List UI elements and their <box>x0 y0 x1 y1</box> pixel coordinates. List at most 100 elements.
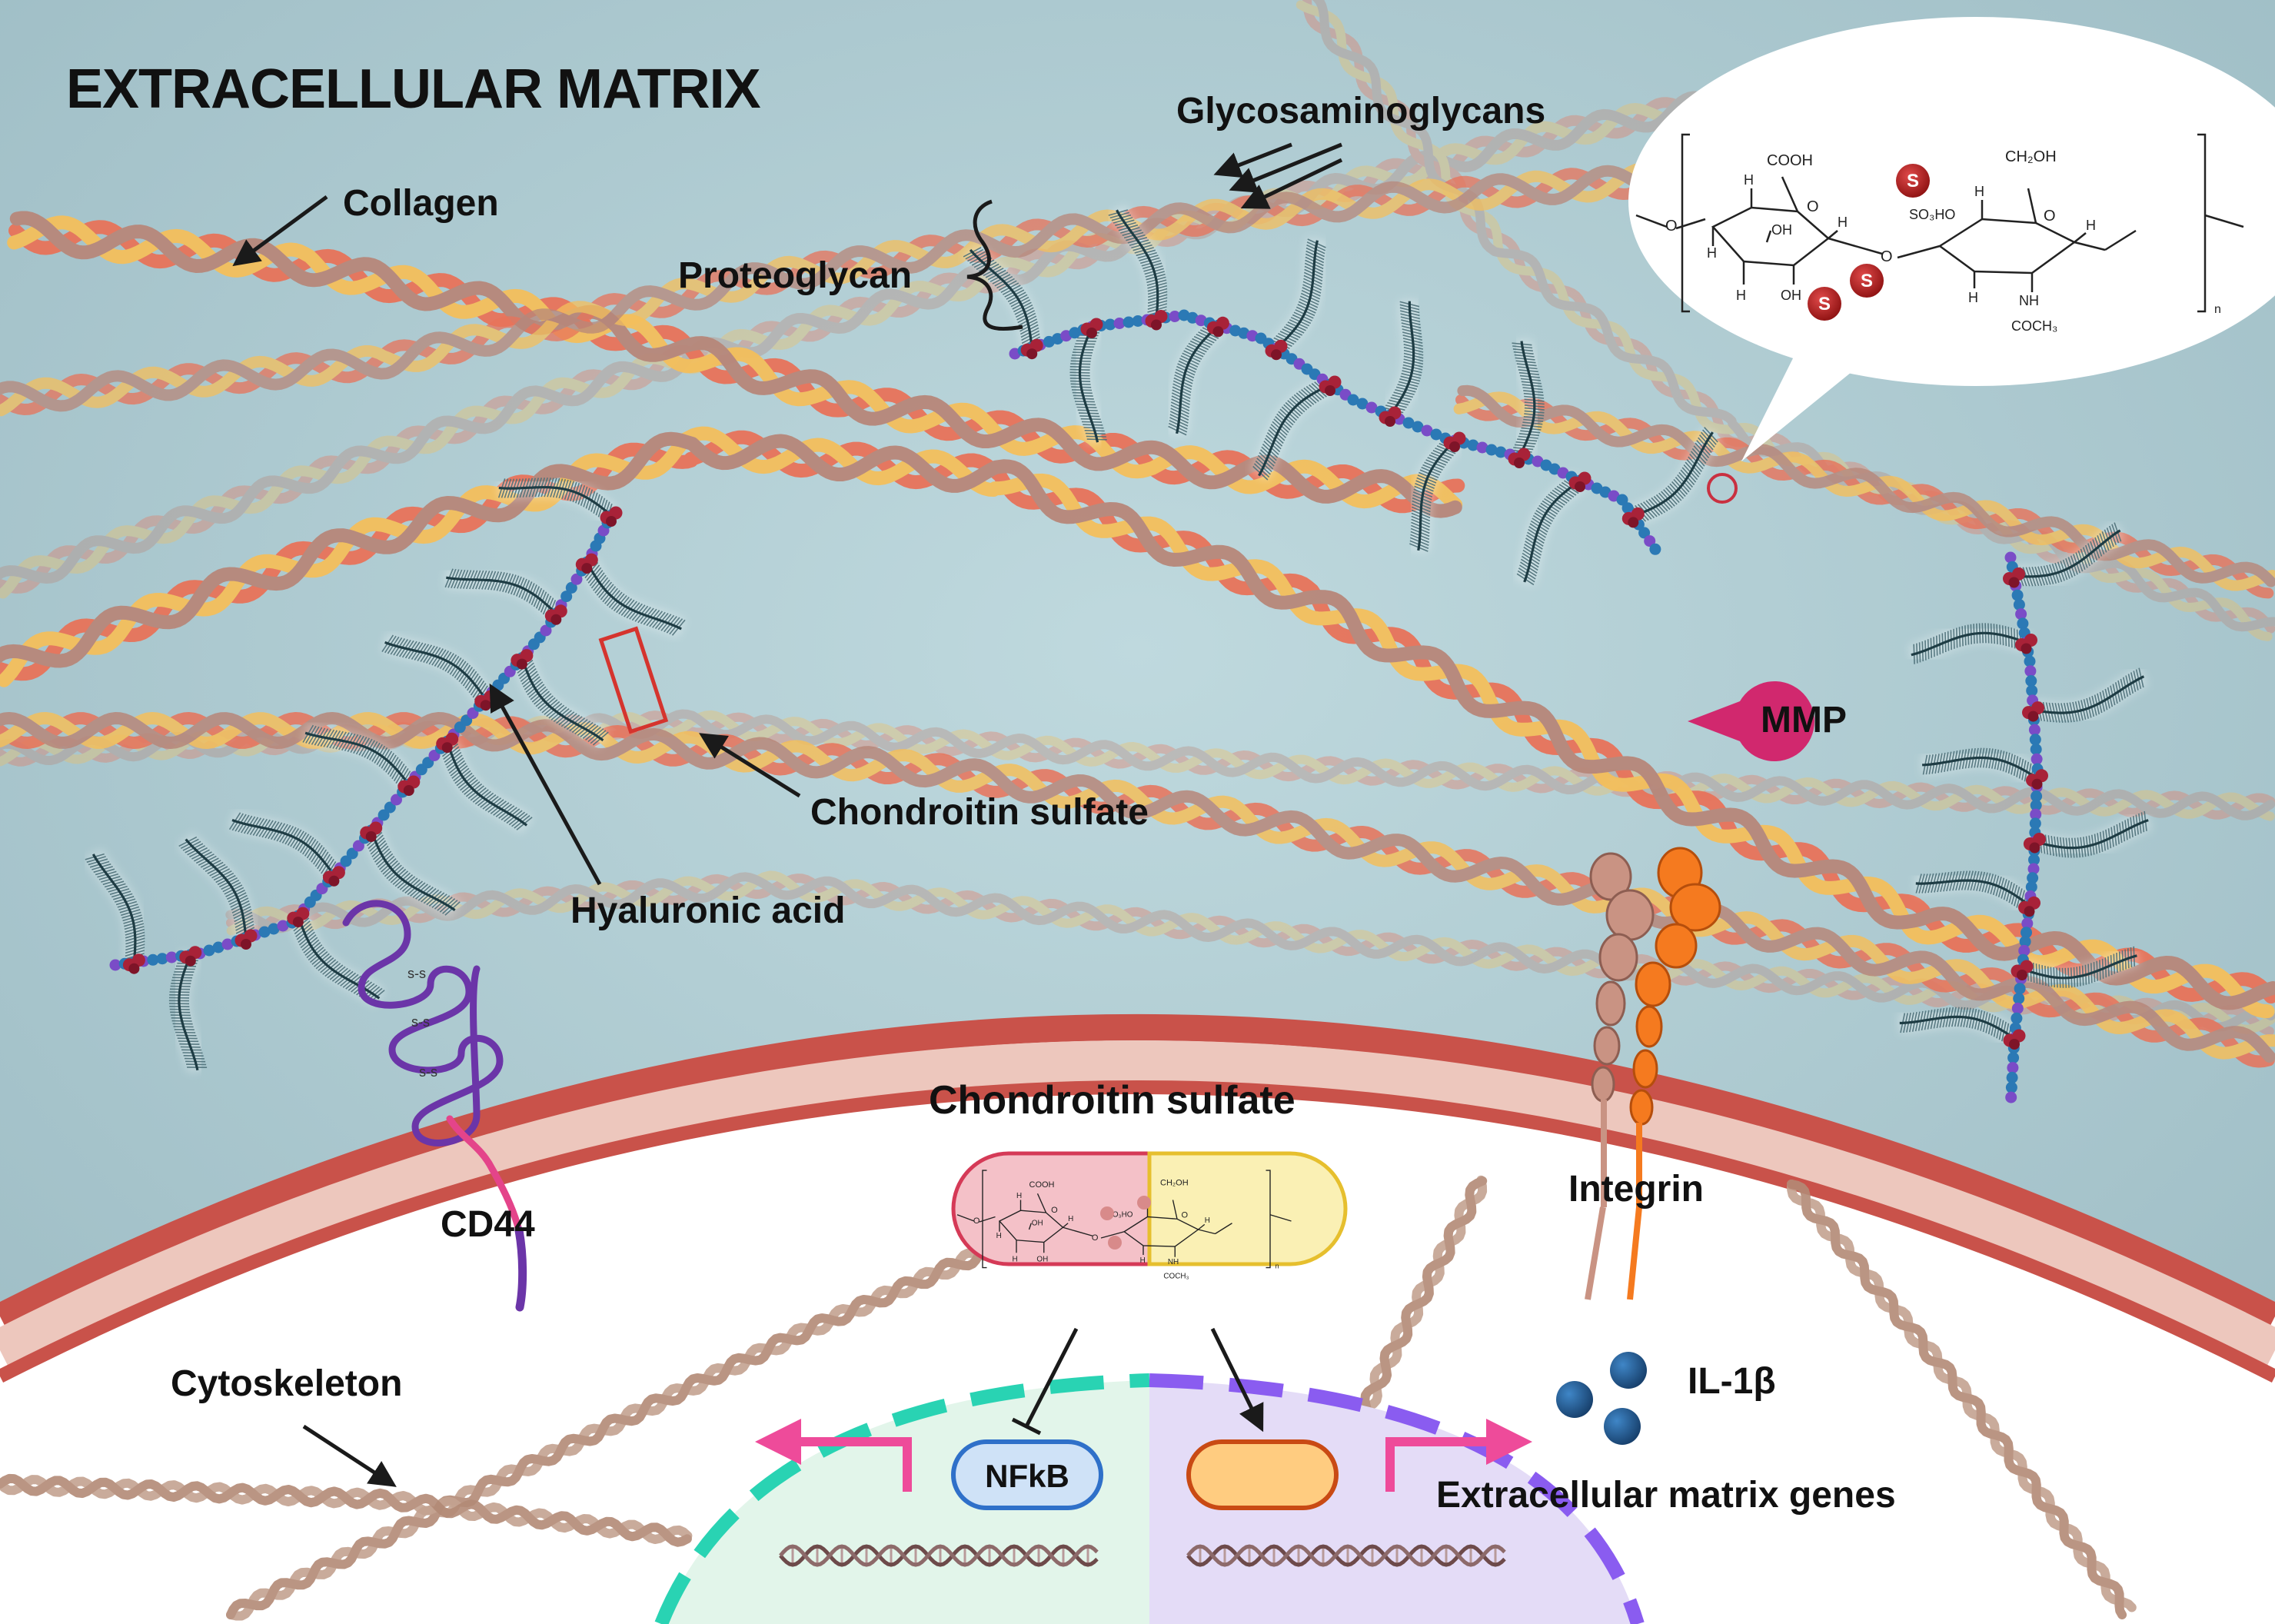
cytoskeleton-filaments <box>0 1175 2137 1621</box>
collagen-fiber <box>1453 384 2275 599</box>
chondroitin-sulfate-ecm-label: Chondroitin sulfate <box>810 792 1149 833</box>
gag-chain <box>168 950 208 1073</box>
proteoglycan-aggregate-right <box>1899 521 2152 1103</box>
dna-strands <box>779 1544 1506 1567</box>
h-label: H <box>996 1232 1002 1240</box>
hyaluronic-acid-label: Hyaluronic acid <box>570 890 845 931</box>
gag-chain <box>1908 623 2030 665</box>
gag-chain <box>1166 318 1226 436</box>
so3ho-label: SO₃HO <box>1107 1211 1133 1220</box>
ring-oxygen: O <box>1182 1211 1189 1220</box>
gag-chain <box>1628 426 1721 526</box>
collagen-fiber <box>0 426 2275 1019</box>
sulfate-dot <box>1137 1196 1151 1210</box>
link-proteins <box>1020 310 1645 528</box>
collagen-label: Collagen <box>343 183 499 224</box>
integrin-beta-tail <box>1627 1206 1642 1300</box>
il1b-label: IL-1β <box>1688 1361 1776 1402</box>
nh-label: NH <box>2019 293 2039 308</box>
filament-strand <box>1787 1180 2137 1619</box>
coch3-label: COCH₃ <box>1163 1272 1189 1280</box>
oxygen-left: O <box>1665 218 1678 235</box>
h-label: H <box>1205 1216 1210 1225</box>
membrane-outer-layer <box>0 1014 2275 1329</box>
hyaluronic-acid-pointer <box>489 683 602 886</box>
gag-chain <box>2031 667 2149 724</box>
h-label: H <box>1707 245 1717 261</box>
il1b-particle <box>1610 1352 1647 1389</box>
link-proteins <box>2003 567 2048 1050</box>
cooh-label: COOH <box>1767 152 1813 169</box>
membrane-lower-edge <box>0 1080 2275 1383</box>
gag-chain <box>578 557 686 638</box>
il1b-particle <box>1556 1381 1593 1418</box>
h-label: H <box>1736 288 1746 303</box>
capsule-left-half <box>951 1151 1152 1266</box>
h-label: H <box>1016 1192 1022 1200</box>
gag-chain <box>1069 323 1108 444</box>
glycosaminoglycans-label: Glycosaminoglycans <box>1176 91 1545 131</box>
gag-chain <box>2032 810 2152 858</box>
h-label: H <box>1068 1215 1073 1223</box>
transcription-arrow-right <box>1385 1419 1532 1492</box>
coch3-label: COCH₃ <box>2011 318 2057 334</box>
gag-chain <box>1269 238 1328 356</box>
glycosidic-oxygen: O <box>1881 248 1893 265</box>
cytoskeleton-filament <box>1787 1180 2137 1619</box>
gag-chain <box>512 654 610 749</box>
h-label: H <box>1974 184 1984 199</box>
glycosaminoglycan-chains <box>1899 521 2152 1047</box>
proteoglycan-aggregate-left <box>84 477 686 1073</box>
bubble-body <box>1628 17 2275 386</box>
cd44-label: CD44 <box>441 1204 535 1245</box>
nfkb-label: NFkB <box>985 1458 1069 1494</box>
gag-chain <box>381 633 494 706</box>
oh-label: OH <box>1771 222 1792 238</box>
oh-label: OH <box>1032 1220 1043 1228</box>
cytoskeleton-filament <box>0 1473 693 1547</box>
transcription-factor-box <box>1186 1439 1339 1510</box>
sulfate-group: S <box>1808 287 1841 321</box>
chondroitin-sulfate-pointer <box>699 733 801 798</box>
nh-label: NH <box>1168 1258 1179 1266</box>
collagen-fibers <box>0 159 2275 1068</box>
ch2oh-label: CH₂OH <box>2005 148 2057 165</box>
cd44-transmembrane <box>514 1226 527 1312</box>
ch2oh-label: CH₂OH <box>1160 1178 1189 1187</box>
oh-label: OH <box>1781 288 1801 303</box>
cytoskeleton-pointer <box>302 1424 397 1487</box>
activation-arrow <box>1210 1327 1264 1433</box>
chondroitin-sulfate-highlight-box <box>598 626 669 734</box>
repeat-n: n <box>1276 1263 1279 1270</box>
glycosidic-oxygen: O <box>1092 1233 1099 1243</box>
ring-oxygen: O <box>1051 1206 1058 1215</box>
h-label: H <box>1968 290 1978 305</box>
filament-strand <box>0 1473 693 1547</box>
h-label: H <box>1744 172 1754 188</box>
highlight-circle <box>1707 473 1738 504</box>
sulfate-symbol: S <box>1818 294 1831 314</box>
bubble-tail <box>1741 346 1876 461</box>
integrin-alpha-subunit <box>1589 852 1655 1207</box>
cd44-receptor: s-s s-s s-s <box>342 900 527 1312</box>
membrane-inner-layer <box>0 1040 2275 1369</box>
gag-pointer-1 <box>1240 158 1343 209</box>
sulfate-symbol: S <box>1907 171 1919 191</box>
chondroitin-sulfate-cell-label: Chondroitin sulfate <box>929 1078 1295 1123</box>
gag-chain <box>228 810 342 881</box>
gag-pointer-3 <box>1213 142 1292 178</box>
ecm-genes-label: Extracellular matrix genes <box>1436 1475 1896 1516</box>
proteoglycan-label: Proteoglycan <box>678 255 912 296</box>
filament-strand <box>226 1239 1002 1621</box>
sulfate-dot <box>1100 1206 1114 1220</box>
collagen-fiber <box>0 712 2275 1068</box>
sulfate-symbol: S <box>1861 271 1873 291</box>
gag-chain <box>2013 521 2126 587</box>
il1b-cluster <box>1556 1352 1647 1445</box>
il1b-particle <box>1604 1408 1641 1445</box>
gag-pointer-2 <box>1229 142 1342 193</box>
